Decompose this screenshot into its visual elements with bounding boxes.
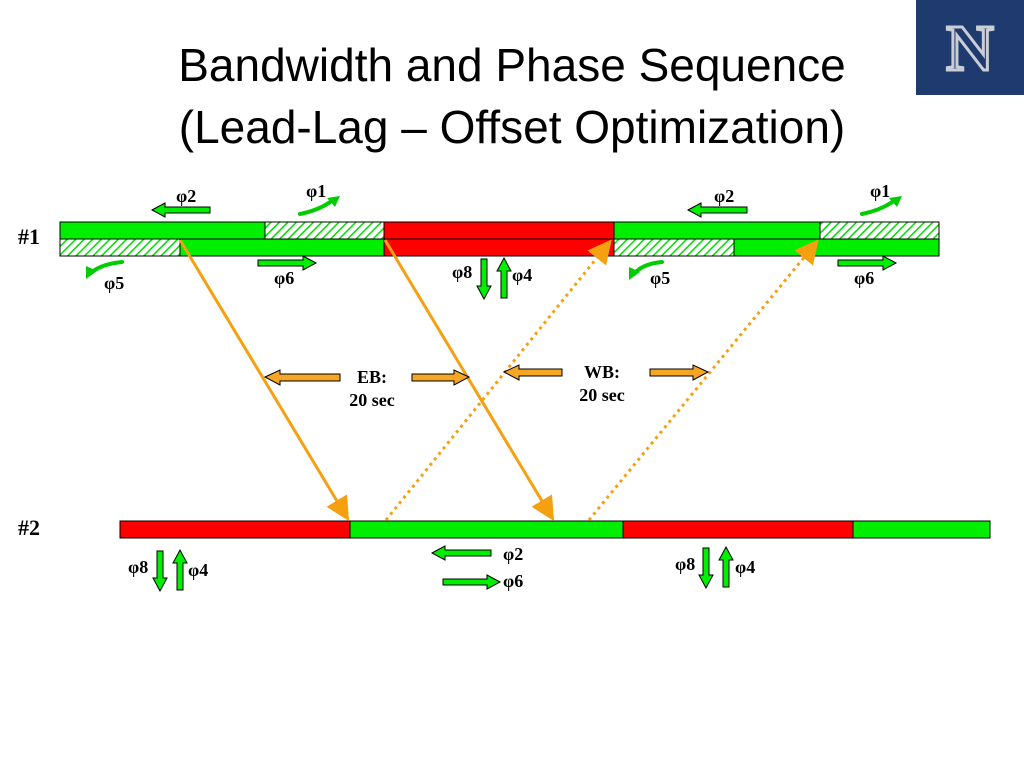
bandwidth-arrows	[263, 364, 710, 386]
segment-1-bottom-hatch-b	[613, 238, 735, 257]
phi8-down-arrow-icon-2	[152, 550, 168, 593]
label-phi2-c: φ2	[503, 544, 524, 564]
phi2-left-arrow-icon-2	[686, 202, 748, 218]
wb-line-start	[384, 239, 612, 521]
phi8-down-arrow-icon-3	[698, 547, 714, 590]
label-phi6-b: φ6	[854, 268, 875, 288]
label-phi1-a: φ1	[306, 181, 327, 201]
phi4-up-arrow-icon-3	[718, 545, 734, 588]
segment-1-top-hatch-b	[819, 221, 940, 240]
block-n-logo-icon: N	[945, 18, 996, 78]
label-phi5-b: φ5	[650, 268, 671, 288]
segment-1-bottom-hatch-a	[59, 238, 181, 257]
logo-text: N	[946, 18, 994, 78]
university-logo: N	[916, 0, 1024, 95]
timeline-2	[119, 520, 991, 539]
label-phi6-a: φ6	[274, 268, 295, 288]
segment-1-bottom-green-a	[179, 238, 385, 257]
phi8-down-arrow-icon	[476, 258, 492, 301]
eb-right-arrow-icon	[411, 369, 471, 386]
eb-line-start	[178, 239, 350, 522]
segment-2-red-a	[119, 520, 351, 539]
label-phi8-c: φ8	[128, 557, 149, 577]
row-label-2: #2	[18, 515, 40, 540]
turn-arrow-heads	[86, 196, 902, 280]
segment-1-red-b	[383, 238, 615, 257]
phi5-turn-arrow-icon	[90, 260, 124, 274]
slide-title: Bandwidth and Phase Sequence (Lead-Lag –…	[0, 34, 1024, 158]
label-phi8-d: φ8	[675, 554, 696, 574]
phi6-right-arrow-icon	[257, 255, 318, 271]
eb-left-arrow-icon	[263, 369, 341, 386]
phi2-left-arrow-icon-3	[430, 545, 492, 561]
label-phi5-a: φ5	[104, 273, 125, 293]
segment-2-green-a	[349, 520, 624, 539]
wb-label: WB:	[584, 362, 620, 382]
eb-band-label: EB: 20 sec	[334, 366, 410, 412]
movement-arrows-1	[150, 202, 898, 301]
segment-1-bottom-green-b	[733, 238, 940, 257]
wb-band-label: WB: 20 sec	[564, 361, 640, 407]
label-phi6-c: φ6	[503, 571, 524, 591]
label-phi8-a: φ8	[452, 262, 473, 282]
segment-1-top-green-a	[59, 221, 266, 240]
label-phi4-c: φ4	[188, 560, 209, 580]
row-label-1: #1	[18, 224, 40, 249]
wb-left-arrow-icon	[502, 364, 563, 381]
eb-label: EB:	[356, 367, 387, 387]
segment-2-red-b	[622, 520, 854, 539]
label-phi4-d: φ4	[735, 557, 756, 577]
segment-2-green-b	[852, 520, 991, 539]
label-phi2-a: φ2	[176, 186, 197, 206]
wb-right-arrow-icon	[649, 364, 710, 381]
segment-1-red-a	[383, 221, 615, 240]
phi4-up-arrow-icon	[496, 256, 512, 299]
phi6-right-arrow-icon-3	[442, 574, 502, 590]
phi1-turn-arrow-icon-2	[860, 198, 897, 216]
movement-arrows-2	[152, 545, 734, 593]
timeline-1	[59, 221, 940, 257]
phi1-turn-arrow-icon	[298, 198, 335, 216]
title-line-2: (Lead-Lag – Offset Optimization)	[178, 101, 846, 153]
westbound-band	[384, 239, 819, 521]
label-phi4-a: φ4	[512, 265, 533, 285]
segment-1-top-hatch-a	[264, 221, 385, 240]
label-phi1-b: φ1	[870, 181, 891, 201]
phi2-left-arrow-icon	[150, 202, 211, 218]
wb-value: 20 sec	[579, 385, 625, 405]
label-phi2-b: φ2	[714, 186, 735, 206]
phi4-up-arrow-icon-2	[172, 548, 188, 591]
title-line-1: Bandwidth and Phase Sequence	[178, 39, 846, 91]
eb-value: 20 sec	[349, 390, 395, 410]
phi6-right-arrow-icon-2	[837, 255, 898, 271]
segment-1-top-green-b	[613, 221, 821, 240]
